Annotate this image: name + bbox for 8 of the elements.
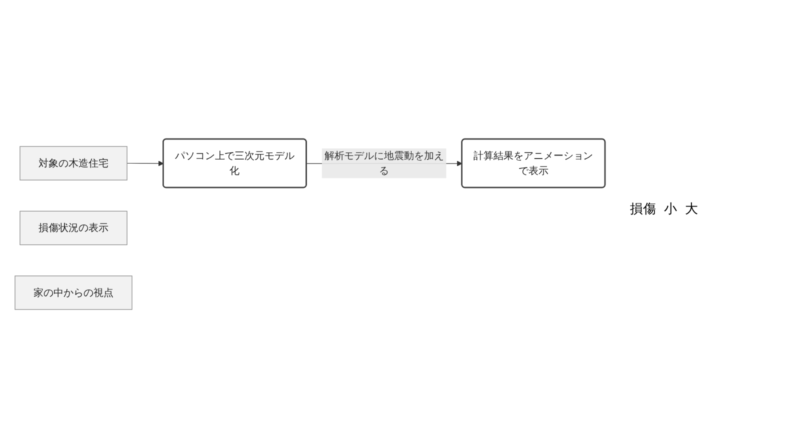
node-box: 対象の木造住宅 [20, 146, 128, 180]
damage-scale-text: 大 [685, 201, 698, 218]
edge-label: 解析モデルに地震動を加える [324, 149, 444, 176]
arrow [126, 160, 164, 166]
damage-scale-text: 小 [664, 201, 677, 218]
node-box: 家の中からの視点 [14, 275, 132, 310]
node-box: 損傷状況の表示 [20, 210, 128, 245]
damage-scale-text: 損傷 [630, 201, 656, 218]
